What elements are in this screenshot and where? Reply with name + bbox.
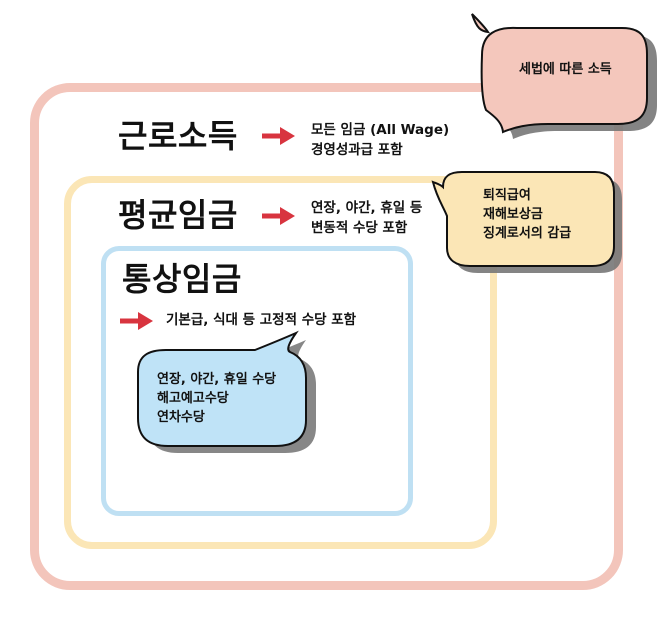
outer-desc-line2: 경영성과급 포함: [311, 142, 403, 158]
inner-box-ordinary-wage: [101, 246, 413, 516]
inner-bubble-line1: 연장, 야간, 휴일 수당: [157, 372, 277, 387]
middle-title: 평균임금: [118, 196, 238, 234]
middle-bubble-line2: 재해보상금: [483, 207, 543, 222]
outer-description: 모든 임금 (All Wage) 경영성과급 포함: [311, 120, 449, 160]
inner-bubble-text: 연장, 야간, 휴일 수당 해고예고수당 연차수당: [157, 370, 276, 427]
middle-bubble-text: 퇴직급여 재해보상금 징계로서의 감급: [483, 186, 571, 243]
middle-box-average-wage: [64, 176, 497, 549]
middle-speech-bubble: [431, 171, 622, 273]
middle-description: 연장, 야간, 휴일 등 변동적 수당 포함: [311, 198, 422, 238]
middle-arrow-icon: [262, 207, 295, 225]
outer-title: 근로소득: [118, 117, 238, 155]
outer-arrow-icon: [262, 127, 295, 145]
inner-arrow-icon: [120, 312, 153, 330]
outer-box-earned-income: [30, 83, 623, 590]
inner-description: 기본급, 식대 등 고정적 수당 포함: [166, 312, 357, 328]
middle-desc-line1: 연장, 야간, 휴일 등: [311, 200, 423, 216]
inner-bubble-line2: 해고예고수당: [157, 391, 229, 406]
outer-bubble-text: 세법에 따른 소득: [519, 62, 612, 77]
middle-bubble-line1: 퇴직급여: [483, 188, 531, 203]
outer-speech-bubble: [471, 13, 657, 139]
inner-speech-bubble: [137, 330, 316, 453]
inner-title: 통상임금: [122, 260, 242, 298]
middle-bubble-line3: 징계로서의 감급: [483, 226, 572, 241]
inner-bubble-line3: 연차수당: [157, 410, 205, 425]
outer-desc-line1: 모든 임금 (All Wage): [311, 122, 450, 138]
middle-desc-line2: 변동적 수당 포함: [311, 220, 408, 236]
